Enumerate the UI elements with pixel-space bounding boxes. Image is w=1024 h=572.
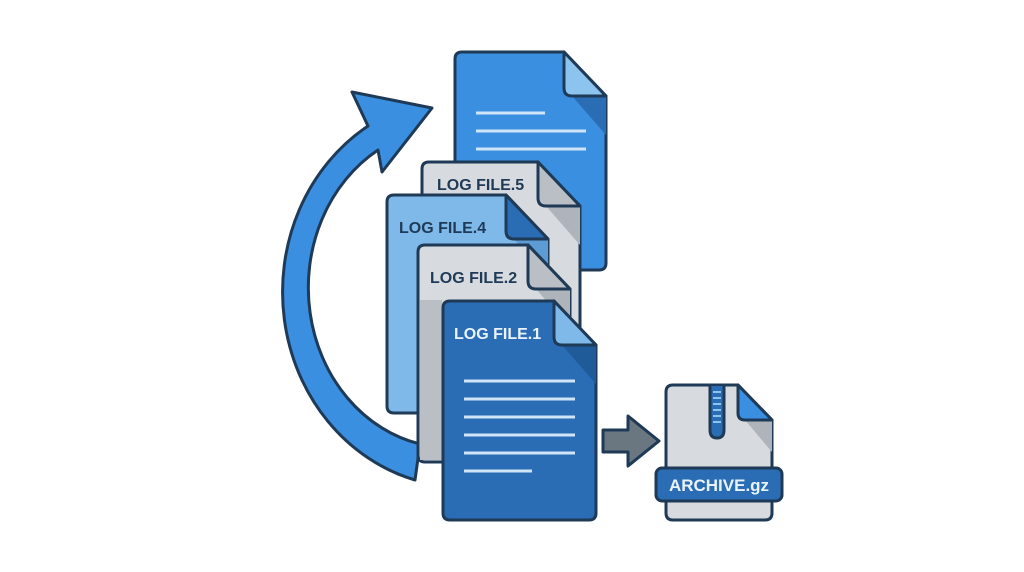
doc-fold xyxy=(504,193,550,241)
file-label: LOG FILE.5 xyxy=(437,177,524,194)
file-label: LOG FILE.2 xyxy=(430,270,517,287)
archive-label-band xyxy=(654,466,784,503)
archive-fold xyxy=(736,383,774,422)
zip-file-icon: ARCHIVE.gz xyxy=(654,383,784,522)
doc-fold-shadow xyxy=(546,206,580,245)
doc-fold-shadow xyxy=(562,345,596,384)
doc-fold xyxy=(552,299,598,347)
doc-shadow-strip xyxy=(420,300,442,460)
archive-label: ARCHIVE.gz xyxy=(669,476,769,495)
right-arrow-icon xyxy=(601,414,661,468)
doc-fold-shadow xyxy=(572,96,606,135)
compress-arrow xyxy=(601,414,661,468)
curved-arrow-icon xyxy=(281,90,434,482)
log-file-1: LOG FILE.1 xyxy=(441,299,598,522)
archive-fold-shadow xyxy=(745,420,772,452)
rotation-arrow-body xyxy=(281,90,434,482)
file-label: LOG FILE.4 xyxy=(399,220,486,237)
zipper-track xyxy=(708,386,726,440)
doc-body xyxy=(441,299,598,522)
file-label: LOG FILE.1 xyxy=(454,326,541,343)
doc-fold xyxy=(536,160,582,208)
doc-fold xyxy=(562,50,608,98)
zipper-icon xyxy=(708,386,726,440)
doc-fold xyxy=(526,243,572,291)
